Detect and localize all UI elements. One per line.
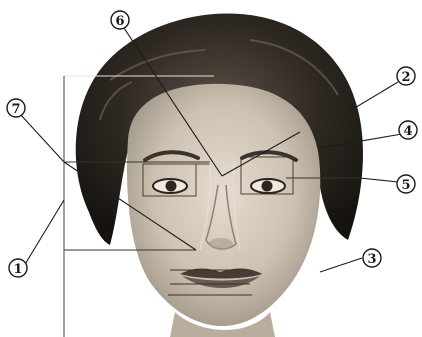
right-iris: [262, 181, 273, 192]
callout-6: 6: [111, 11, 129, 29]
svg-text:7: 7: [11, 102, 20, 117]
svg-text:4: 4: [403, 124, 412, 139]
svg-text:2: 2: [401, 70, 410, 85]
svg-text:1: 1: [13, 262, 22, 277]
leader-line-2: [348, 82, 398, 112]
leader-line-1: [24, 200, 64, 266]
callout-7: 7: [7, 99, 25, 117]
left-iris: [166, 181, 177, 192]
svg-text:3: 3: [367, 252, 376, 267]
callout-4: 4: [399, 121, 417, 139]
leader-line-5: [360, 178, 398, 182]
callout-5: 5: [397, 175, 415, 193]
callout-2: 2: [397, 67, 415, 85]
callout-1: 1: [9, 259, 27, 277]
face-shape: [127, 84, 320, 326]
svg-text:5: 5: [401, 178, 410, 193]
callout-3: 3: [363, 249, 381, 267]
leader-line-3: [320, 258, 362, 272]
nose-tip: [209, 238, 233, 250]
svg-text:6: 6: [115, 14, 124, 29]
leader-line-7: [20, 114, 64, 162]
